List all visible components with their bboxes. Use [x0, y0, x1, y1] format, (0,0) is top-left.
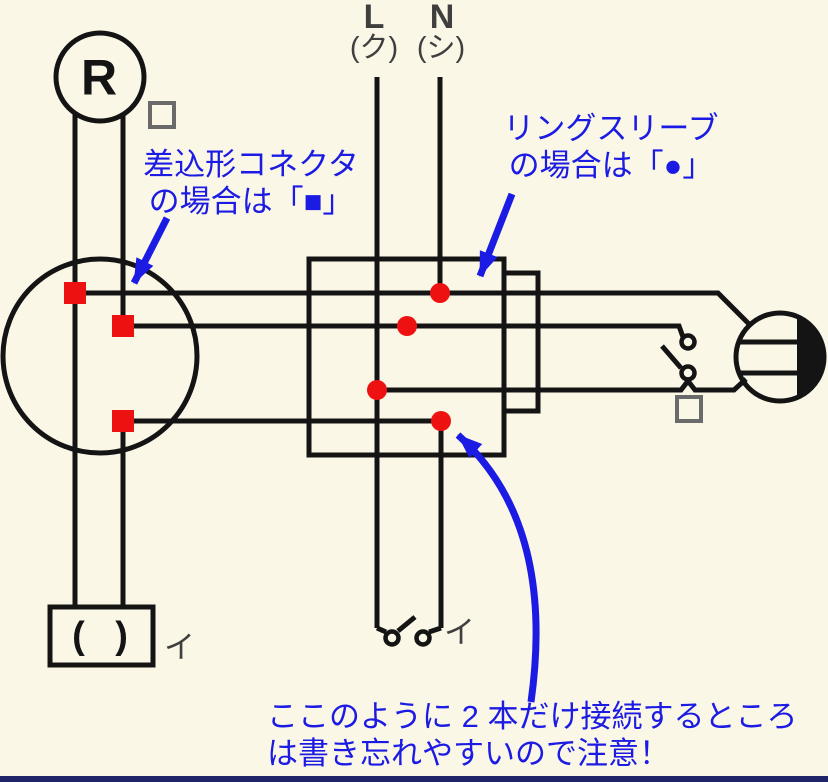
blank-mark-square-top: [148, 101, 176, 129]
connector-annotation: 差込形コネクタ の場合は「■」: [143, 146, 359, 220]
sleeve-annotation-line1: リングスリーブ: [503, 111, 719, 146]
source-n-wire-name: (シ): [416, 32, 466, 64]
lamp-symbol: [733, 310, 827, 404]
source-l-label: L: [363, 0, 385, 36]
right-switch-symbol: [660, 333, 697, 382]
footer-bar: [0, 776, 828, 782]
junction-area-circle: [0, 256, 200, 456]
circuit-wires: [75, 290, 751, 635]
junction-box: [306, 256, 507, 458]
note-annotation: ここのように 2 本だけ接続するところ は書き忘れやすいので注意！: [267, 698, 797, 772]
source-n-label: N: [429, 0, 455, 36]
connector-annotation-line1: 差込形コネクタ: [143, 147, 359, 182]
bottom-switch-symbol: [383, 615, 432, 647]
source-wires: [374, 77, 443, 635]
receptacle-letter: R: [80, 49, 118, 106]
sleeve-annotation: リングスリーブ の場合は「●」: [503, 110, 718, 184]
source-l-wire-name: (ク): [349, 32, 399, 64]
junction-box-extension: [501, 270, 541, 414]
sleeve-arrow-icon: [476, 192, 516, 278]
note-arrow-icon: [455, 432, 540, 703]
note-annotation-line2: は書き忘れやすいので注意！: [267, 736, 670, 771]
connector-arrow-icon: [130, 216, 171, 285]
bottom-device-circuit-label: イ: [164, 630, 195, 665]
connector-mark-icon: [64, 282, 134, 432]
connector-annotation-line2: の場合は「■」: [148, 184, 354, 219]
receptacle-symbol: [53, 30, 147, 609]
bottom-device-label: ( ): [72, 615, 134, 658]
annotation-arrows: [130, 192, 540, 703]
bottom-switch-circuit-label: イ: [444, 615, 475, 650]
note-annotation-line1: ここのように 2 本だけ接続するところ: [267, 699, 798, 734]
bottom-device-box: [47, 604, 156, 668]
blank-mark-square-right: [675, 395, 703, 423]
ring-sleeve-mark-icon: [367, 283, 451, 431]
sleeve-annotation-line2: の場合は「●」: [508, 148, 714, 183]
